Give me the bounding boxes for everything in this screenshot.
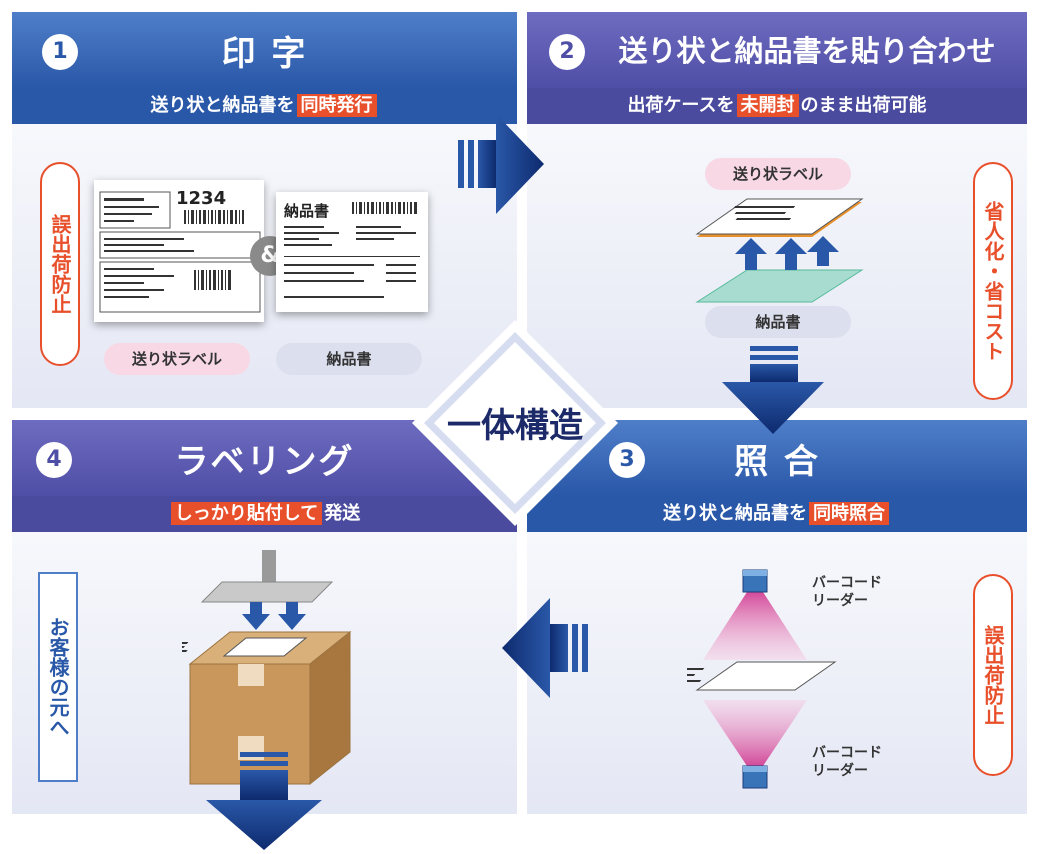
step3-subtitle-highlight: 同時照合	[809, 502, 889, 525]
step2-panel: 2 送り状と納品書を貼り合わせ 出荷ケースを未開封のまま出荷可能 省人化・省コス…	[527, 12, 1027, 408]
step2-header: 2 送り状と納品書を貼り合わせ	[527, 12, 1027, 88]
step4-subtitle: しっかり貼付して発送	[12, 496, 517, 532]
step3-side-badge: 誤出荷防止	[973, 574, 1013, 776]
step1-label-pill: 送り状ラベル	[104, 343, 250, 375]
step3-subtitle-pre: 送り状と納品書を	[663, 503, 807, 524]
step2-subtitle-post: のまま出荷可能	[800, 95, 927, 116]
step4-number: 4	[36, 442, 72, 478]
invoice-image: 納品書	[276, 192, 428, 312]
step2-subtitle-pre: 出荷ケースを	[627, 95, 735, 116]
step2-subtitle: 出荷ケースを未開封のまま出荷可能	[527, 88, 1027, 124]
step4-subtitle-highlight: しっかり貼付して	[170, 502, 323, 525]
arrow-left-icon	[502, 598, 588, 698]
label-assembly-drawing	[695, 198, 864, 303]
bottom-reader-label: バーコード リーダー	[812, 745, 882, 779]
step4-side-badge: お客様の元へ	[38, 572, 78, 782]
center-label: 一体構造	[447, 406, 583, 446]
shipping-label-image: 1234	[94, 180, 264, 322]
step4-subtitle-post: 発送	[324, 503, 361, 524]
arrow-right-icon	[458, 114, 544, 214]
invoice-drawing	[284, 202, 420, 298]
step3-title: 照 合	[734, 442, 820, 482]
step2-side-badge: 省人化・省コスト	[973, 162, 1013, 400]
step2-title: 送り状と納品書を貼り合わせ	[618, 34, 996, 68]
step4-title: ラベリング	[174, 442, 355, 482]
invoice-title: 納品書	[284, 202, 330, 220]
step2-invoice-pill: 納品書	[705, 306, 851, 338]
step2-number: 2	[549, 34, 585, 70]
top-reader-label: バーコード リーダー	[812, 575, 882, 609]
center-diamond	[412, 320, 618, 526]
arrow-down-ship-icon	[206, 752, 322, 850]
step1-number: 1	[42, 34, 78, 70]
step3-header: 3 照 合	[527, 420, 1027, 496]
step1-header: 1 印 字	[12, 12, 517, 88]
arrow-down-icon	[722, 346, 824, 434]
step1-subtitle: 送り状と納品書を同時発行	[12, 88, 517, 124]
step3-number: 3	[609, 442, 645, 478]
shipping-label-number: 1234	[176, 188, 227, 209]
step2-label-pill: 送り状ラベル	[705, 158, 851, 190]
step1-title: 印 字	[221, 34, 308, 74]
step1-panel: 1 印 字 送り状と納品書を同時発行 誤出荷防止 1234 & 納品書	[12, 12, 517, 408]
step1-invoice-pill: 納品書	[276, 343, 422, 375]
step3-panel: 3 照 合 送り状と納品書を同時照合 誤出荷防止 バー	[527, 420, 1027, 814]
step2-subtitle-highlight: 未開封	[736, 94, 799, 117]
step1-side-badge: 誤出荷防止	[40, 162, 80, 366]
barcode-scan-drawing	[687, 569, 837, 789]
step1-subtitle-pre: 送り状と納品書を	[150, 95, 295, 116]
step1-subtitle-highlight: 同時発行	[296, 94, 377, 117]
shipping-label-drawing	[99, 191, 261, 313]
step3-subtitle: 送り状と納品書を同時照合	[527, 496, 1027, 532]
